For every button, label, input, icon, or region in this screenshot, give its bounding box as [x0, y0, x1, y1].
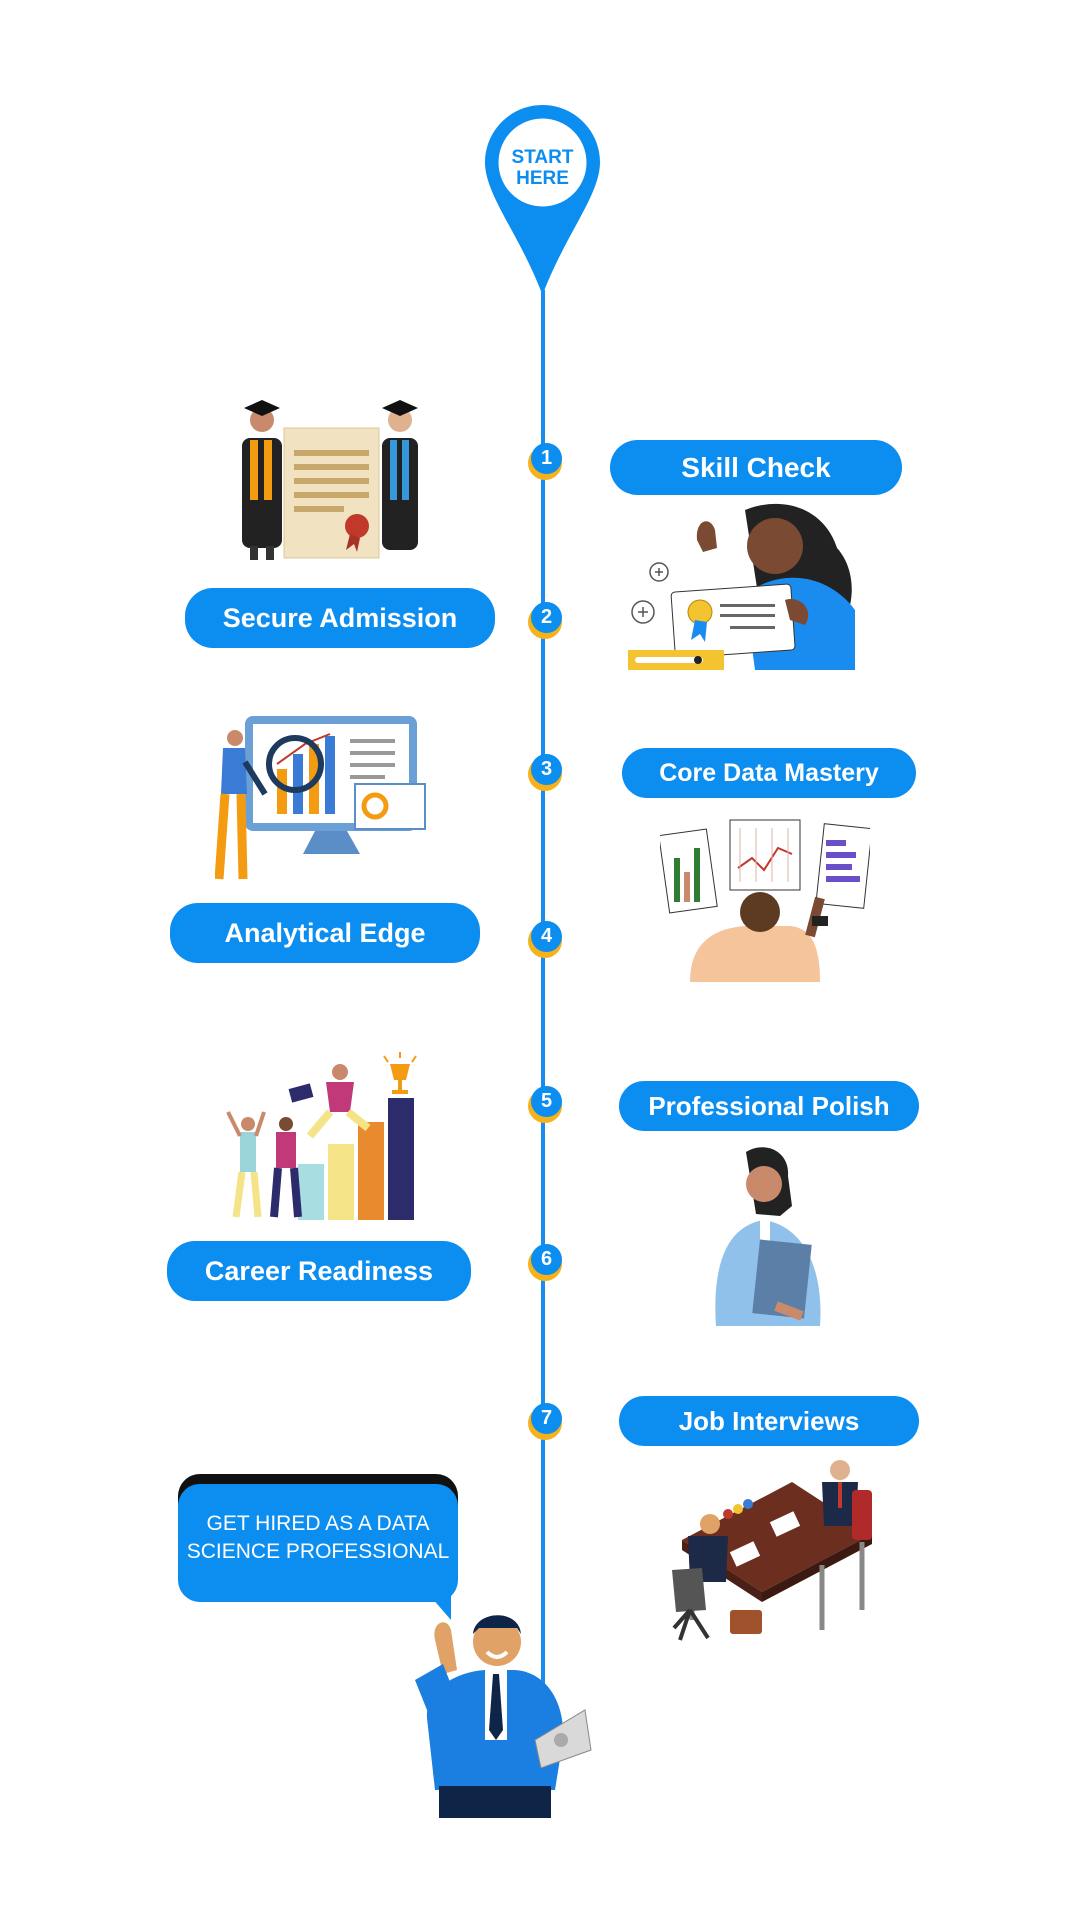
step-label-professional-polish: Professional Polish: [619, 1081, 919, 1131]
hired-professional-illustration: [415, 1615, 592, 1818]
location-pin-icon: [485, 105, 600, 295]
step-label-core-data-mastery: Core Data Mastery: [622, 748, 916, 798]
step-label-analytical-edge: Analytical Edge: [170, 903, 480, 963]
step-marker-4: 4: [528, 921, 562, 958]
professional-woman-illustration: [715, 1147, 821, 1326]
job-interview-illustration: [672, 1460, 872, 1641]
speech-bubble-tail-icon: [425, 1590, 451, 1620]
speech-bubble-text: GET HIRED AS A DATA SCIENCE PROFESSIONAL: [186, 1512, 450, 1563]
step-marker-1: 1: [528, 443, 562, 480]
step-marker-3: 3: [528, 754, 562, 791]
step-label-job-interviews: Job Interviews: [619, 1396, 919, 1446]
start-here-label: START HERE: [511, 147, 574, 189]
charts-review-illustration: [660, 819, 870, 982]
step-label-skill-check: Skill Check: [610, 440, 902, 495]
step-label-career-readiness: Career Readiness: [167, 1241, 471, 1301]
speech-bubble: [178, 1484, 458, 1602]
step-marker-7: 7: [528, 1403, 562, 1440]
step-marker-2: 2: [528, 602, 562, 639]
graduates-certificate-illustration: [242, 400, 418, 560]
timeline-line: [541, 290, 545, 1685]
step-marker-6: 6: [528, 1244, 562, 1281]
step-marker-5: 5: [528, 1086, 562, 1123]
certificate-woman-illustration: [628, 503, 855, 670]
step-label-secure-admission: Secure Admission: [185, 588, 495, 648]
career-growth-bars-illustration: [226, 1052, 417, 1220]
data-analyst-monitor-illustration: [215, 716, 426, 880]
